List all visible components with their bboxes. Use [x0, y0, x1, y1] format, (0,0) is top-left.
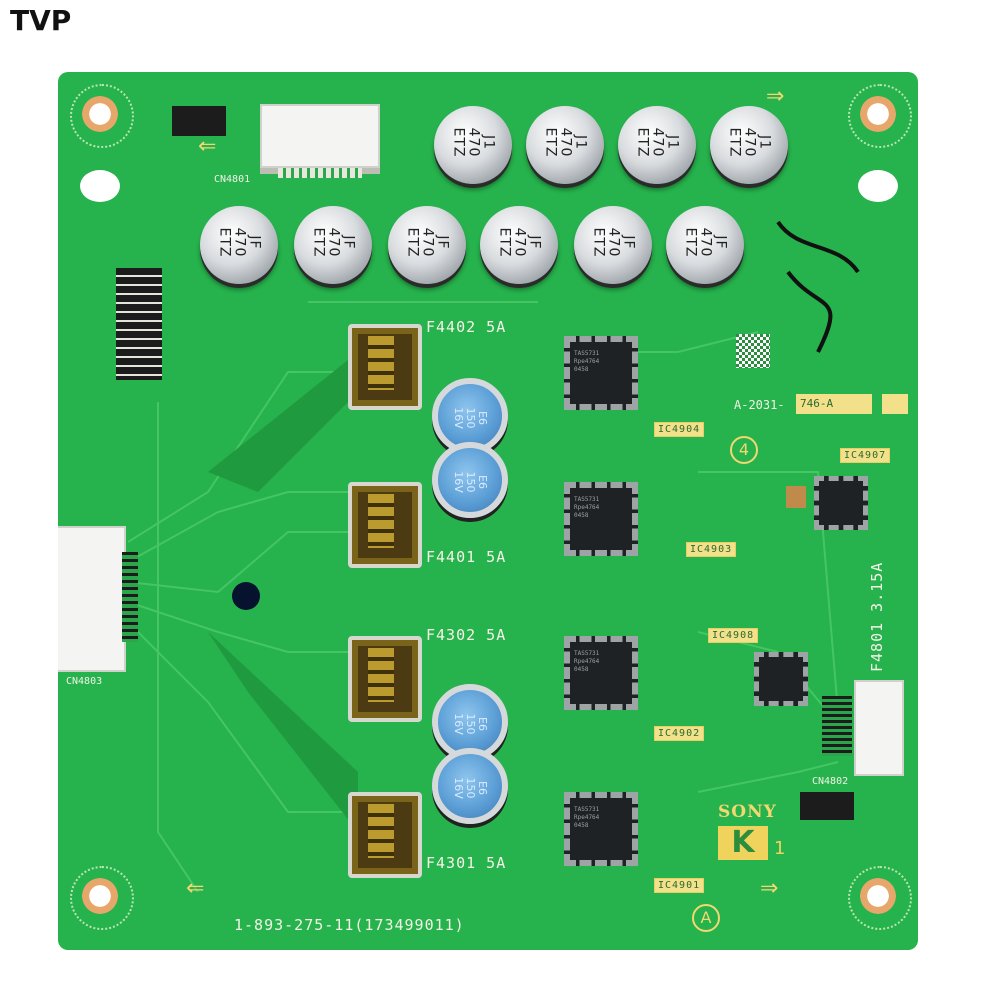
electrolytic-capacitor: JF 470 ETZ	[388, 206, 466, 284]
oval-hole	[858, 170, 898, 202]
arrow-mark: ⇐	[186, 876, 205, 901]
board-code-suffix: 746-A	[800, 397, 834, 410]
fuse-label-f4801: F4801 3.15A	[868, 561, 886, 672]
electrolytic-capacitor: JF 470 ETZ	[200, 206, 278, 284]
ic-label-4902: IC4902	[654, 726, 705, 741]
connector-cn4802	[854, 680, 904, 776]
ic-label-4903: IC4903	[686, 542, 737, 557]
connector-cn4803	[58, 526, 126, 672]
connector-pins	[822, 696, 852, 756]
oval-hole	[80, 170, 120, 202]
fuse-label-f4402: F4402 5A	[426, 318, 507, 336]
logic-ic-4908	[754, 652, 808, 706]
mount-ring	[70, 84, 134, 148]
brand-logo: SONY	[718, 802, 777, 822]
connector-label-cn4802: CN4802	[812, 776, 849, 787]
fuse-label-f4302: F4302 5A	[426, 626, 507, 644]
image-tag: TVP	[10, 4, 72, 37]
ic-label-4901: IC4901	[654, 878, 705, 893]
amplifier-ic-4904: TAS5731 Rpe4764 0458	[564, 336, 638, 410]
ic-label-4904: IC4904	[654, 422, 705, 437]
mount-ring	[848, 866, 912, 930]
connector-pins	[122, 552, 138, 642]
blue-capacitor: E6 150 16V	[432, 378, 508, 454]
smd-cluster	[116, 268, 162, 380]
electrolytic-capacitor: JF 470 ETZ	[574, 206, 652, 284]
circuit-board: CN4801 ⇐ ⇒ J1 470 ETZ J1 470 ETZ J1 470 …	[58, 72, 918, 950]
mount-ring	[848, 84, 912, 148]
board-code: A-2031-	[734, 398, 785, 412]
board-number: 1	[774, 838, 786, 859]
blue-capacitor: E6 150 16V	[432, 748, 508, 824]
amplifier-ic-4901: TAS5731 Rpe4764 0458	[564, 792, 638, 866]
connector-label-cn4803: CN4803	[66, 676, 103, 687]
arrow-mark: ⇒	[766, 84, 785, 109]
ink-marking	[776, 220, 860, 353]
amplifier-ic-4903: TAS5731 Rpe4764 0458	[564, 482, 638, 556]
connector-pins	[278, 168, 362, 178]
fuse-label-f4301: F4301 5A	[426, 854, 507, 872]
connector-cn4801	[260, 104, 380, 168]
fuse-f4301	[348, 792, 422, 878]
electrolytic-capacitor: J1 470 ETZ	[710, 106, 788, 184]
electrolytic-capacitor: J1 470 ETZ	[526, 106, 604, 184]
mounting-hole	[860, 878, 896, 914]
mount-ring	[70, 866, 134, 930]
regulator-ic-4907	[814, 476, 868, 530]
electrolytic-capacitor: J1 470 ETZ	[618, 106, 696, 184]
mounting-hole	[860, 96, 896, 132]
fuse-f4302	[348, 636, 422, 722]
mounting-hole	[82, 96, 118, 132]
board-letter-badge: K	[718, 826, 768, 860]
arrow-mark: ⇒	[760, 876, 779, 901]
board-code-suffix-box: 746-A	[796, 394, 872, 414]
qr-code	[736, 334, 770, 368]
marker-a: A	[692, 904, 720, 932]
fuse-label-f4401: F4401 5A	[426, 548, 507, 566]
connector-label-cn4801: CN4801	[214, 174, 251, 185]
electrolytic-capacitor: J1 470 ETZ	[434, 106, 512, 184]
electrolytic-capacitor: JF 470 ETZ	[480, 206, 558, 284]
fuse-f4401	[348, 482, 422, 568]
arrow-mark: ⇐	[198, 134, 217, 159]
part-number: 1-893-275-11(173499011)	[234, 916, 465, 934]
amplifier-ic-4902: TAS5731 Rpe4764 0458	[564, 636, 638, 710]
ink-dot	[232, 582, 260, 610]
marker-box	[882, 394, 908, 414]
ic-label-4908: IC4908	[708, 628, 759, 643]
black-pad	[800, 792, 854, 820]
electrolytic-capacitor: JF 470 ETZ	[294, 206, 372, 284]
electrolytic-capacitor: JF 470 ETZ	[666, 206, 744, 284]
fuse-f4402	[348, 324, 422, 410]
smd-capacitor	[786, 486, 806, 508]
black-pad	[172, 106, 226, 136]
marker-4: 4	[730, 436, 758, 464]
blue-capacitor: E6 150 16V	[432, 442, 508, 518]
mounting-hole	[82, 878, 118, 914]
ic-label-4907: IC4907	[840, 448, 891, 463]
